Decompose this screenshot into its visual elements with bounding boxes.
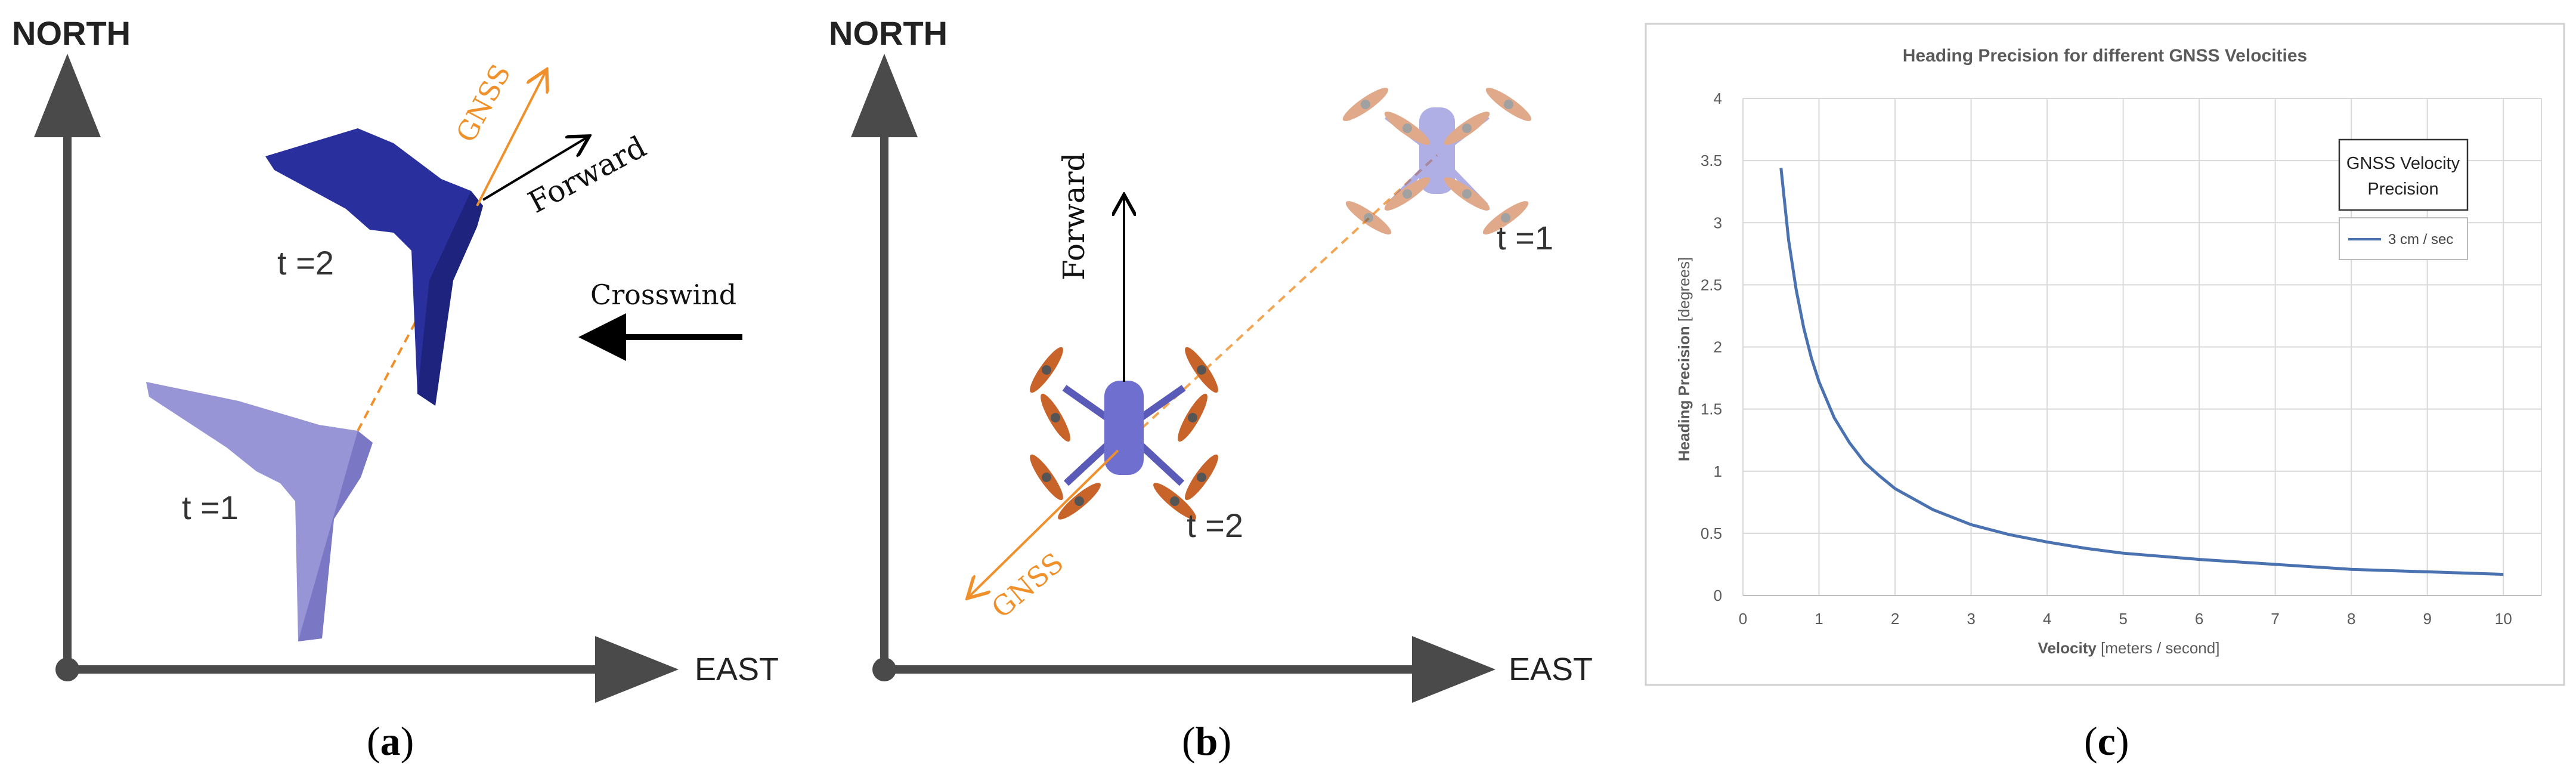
caption-b: (b) (1182, 718, 1231, 764)
series-line (1779, 168, 2504, 576)
series-layer (1779, 168, 2504, 576)
forward-arrow (482, 137, 587, 201)
gnss-label: GNSS (985, 547, 1069, 625)
x-axis-label: Velocity [meters / second] (2038, 639, 2220, 657)
x-tick-label: 0 (1739, 610, 1747, 628)
x-tick-label: 6 (2195, 610, 2203, 628)
x-tick-label: 3 (1967, 610, 1975, 628)
t2-label: t =2 (277, 244, 334, 282)
gnss-label: GNSS (450, 59, 517, 147)
forward-label: Forward (1057, 153, 1091, 280)
x-tick-label: 1 (1815, 610, 1823, 628)
caption-a: (a) (367, 718, 414, 764)
chart-title: Heading Precision for different GNSS Vel… (1903, 46, 2308, 66)
gnss-arrow (969, 449, 1119, 597)
forward-label: Forward (522, 129, 652, 220)
panel-c-chart: Heading Precision for different GNSS Vel… (1645, 23, 2565, 764)
chart-frame (1645, 23, 2565, 686)
drone-t1-icon (1339, 83, 1535, 239)
gnss-arrow (476, 72, 546, 206)
y-tick-label: 1.5 (1701, 400, 1722, 418)
east-label: EAST (1509, 652, 1593, 687)
east-label: EAST (695, 652, 779, 687)
legend-title-box (2338, 138, 2469, 211)
t1-label: t =1 (1497, 219, 1553, 257)
crosswind-label: Crosswind (590, 279, 736, 311)
wing-t2-icon (265, 128, 483, 406)
t2-label: t =2 (1187, 507, 1243, 544)
x-tick-label: 9 (2423, 610, 2431, 628)
x-tick-label: 2 (1891, 610, 1899, 628)
y-axis-label: Heading Precision [degrees] (1675, 257, 1693, 461)
north-label: NORTH (12, 14, 131, 52)
x-tick-label: 7 (2271, 610, 2279, 628)
x-tick-label: 4 (2043, 610, 2051, 628)
x-tick-label: 10 (2495, 610, 2512, 628)
panel-a-diagram: NORTH EAST t =1 t =2 GNSS Forward Crossw… (12, 14, 779, 764)
y-tick-label: 2 (1714, 338, 1722, 356)
y-tick-label: 0 (1714, 587, 1722, 604)
x-tick-label: 8 (2347, 610, 2355, 628)
origin-dot (55, 658, 79, 681)
y-tick-label: 0.5 (1701, 524, 1722, 542)
t1-label: t =1 (182, 489, 239, 526)
y-tick-label: 3 (1714, 214, 1722, 232)
tick-labels: 0 1 2 3 4 5 6 7 8 9 10 0 0.5 1 1.5 2 2.5 3 3.5 4 (1701, 89, 2512, 628)
wing-t1-icon (146, 382, 373, 641)
x-tick-label: 5 (2119, 610, 2127, 628)
origin-dot (872, 658, 896, 681)
y-tick-label: 3.5 (1701, 152, 1722, 169)
y-tick-label: 1 (1714, 462, 1722, 480)
drone-t2-icon (1025, 344, 1223, 524)
y-tick-label: 2.5 (1701, 276, 1722, 294)
legend-series-name: 3 cm / sec (2388, 232, 2453, 248)
trajectory-dashed (1120, 154, 1438, 449)
caption-c: (c) (2084, 718, 2129, 764)
y-tick-label: 4 (1714, 89, 1722, 107)
panel-b-diagram: NORTH EAST t =1 t =2 Forward (829, 14, 1593, 764)
north-label: NORTH (829, 14, 948, 52)
